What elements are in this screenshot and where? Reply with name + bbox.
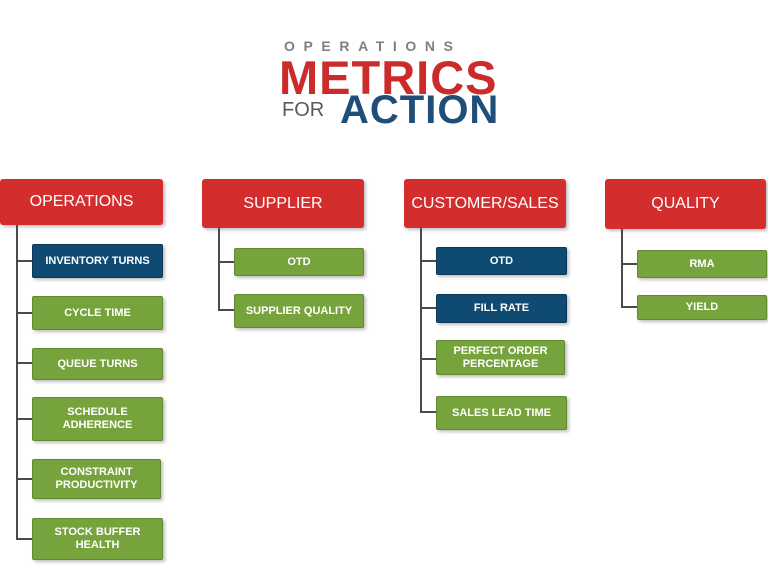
connector <box>16 260 32 262</box>
header-supplier: SUPPLIER <box>202 179 364 228</box>
connector-operations-trunk <box>16 225 18 539</box>
metric-constraint-productivity: CONSTRAINT PRODUCTIVITY <box>32 459 161 499</box>
metric-fill-rate: FILL RATE <box>436 294 567 323</box>
header-operations: OPERATIONS <box>0 179 163 225</box>
connector <box>16 538 32 540</box>
metric-cycle-time: CYCLE TIME <box>32 296 163 330</box>
title-for: FOR <box>282 99 325 121</box>
title-action: ACTION <box>340 88 500 132</box>
metric-queue-turns: QUEUE TURNS <box>32 348 163 380</box>
connector <box>16 478 32 480</box>
connector <box>16 418 32 420</box>
connector <box>420 260 436 262</box>
connector <box>16 312 32 314</box>
connector <box>218 261 234 263</box>
connector <box>218 309 234 311</box>
metric-yield: YIELD <box>637 295 767 320</box>
title-metrics: METRICS <box>279 51 498 104</box>
connector-customer-trunk <box>420 228 422 413</box>
metric-perfect-order-percentage: PERFECT ORDER PERCENTAGE <box>436 340 565 375</box>
metric-sales-lead-time: SALES LEAD TIME <box>436 396 567 430</box>
metric-stock-buffer-health: STOCK BUFFER HEALTH <box>32 518 163 560</box>
connector-quality-trunk <box>621 229 623 308</box>
metric-customer-otd: OTD <box>436 247 567 275</box>
metric-supplier-quality: SUPPLIER QUALITY <box>234 294 364 328</box>
header-customer-sales: CUSTOMER/SALES <box>404 179 566 228</box>
connector <box>621 306 637 308</box>
connector-supplier-trunk <box>218 228 220 311</box>
metric-schedule-adherence: SCHEDULE ADHERENCE <box>32 397 163 441</box>
metric-supplier-otd: OTD <box>234 248 364 276</box>
connector <box>16 362 32 364</box>
metric-inventory-turns: INVENTORY TURNS <box>32 244 163 278</box>
header-quality: QUALITY <box>605 179 766 229</box>
metric-rma: RMA <box>637 250 767 278</box>
connector <box>621 263 637 265</box>
connector <box>420 411 436 413</box>
connector <box>420 307 436 309</box>
connector <box>420 358 436 360</box>
title-operations: OPERATIONS <box>284 38 462 54</box>
